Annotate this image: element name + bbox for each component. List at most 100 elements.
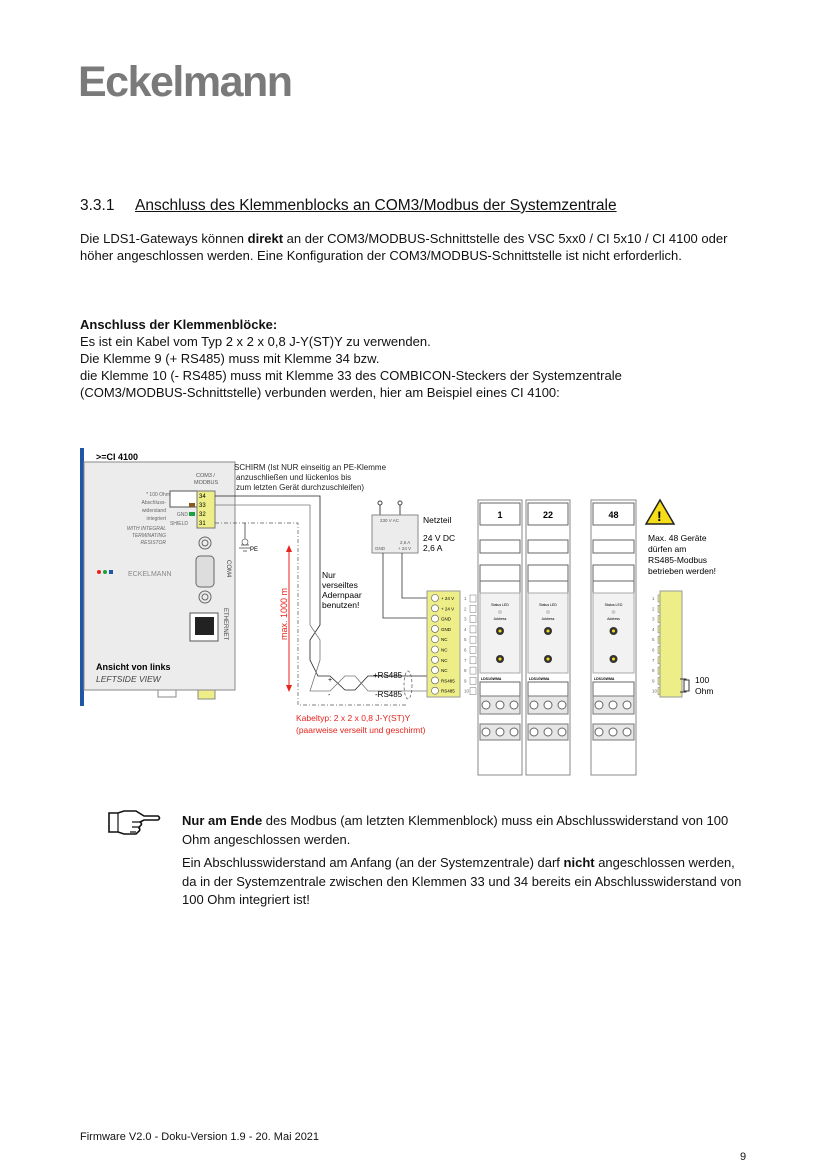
svg-text:32: 32: [199, 512, 206, 518]
svg-text:!: !: [657, 508, 662, 524]
svg-text:LDS1GWMA: LDS1GWMA: [529, 677, 550, 681]
end-terminal-block: [659, 590, 683, 698]
svg-text:GND: GND: [177, 512, 189, 518]
terminal-screw: [431, 614, 439, 623]
terminal-label: GND: [441, 617, 452, 622]
com4-port: [195, 555, 215, 588]
svg-text:dürfen am: dürfen am: [648, 544, 686, 554]
svg-text:Address: Address: [494, 617, 507, 621]
svg-text:10: 10: [652, 689, 658, 694]
svg-text:widerstand: widerstand: [142, 508, 166, 514]
svg-text:3: 3: [464, 617, 467, 622]
terminal-label: RS485: [441, 678, 455, 683]
svg-text:1: 1: [652, 596, 655, 601]
svg-text:integriert: integriert: [147, 516, 167, 522]
svg-text:Max. 48 Geräte: Max. 48 Geräte: [648, 533, 707, 543]
svg-text:Abschluss-: Abschluss-: [142, 500, 167, 506]
svg-text:LDS1GWMA: LDS1GWMA: [481, 677, 502, 681]
svg-text:COM3 /: COM3 /: [196, 473, 215, 479]
terminal-label: + 24 V: [441, 596, 454, 601]
svg-text:4: 4: [652, 627, 655, 632]
svg-text:1: 1: [497, 510, 502, 520]
svg-text:22: 22: [543, 510, 553, 520]
svg-text:RESISTOR: RESISTOR: [141, 540, 167, 546]
svg-text:2,6 A: 2,6 A: [423, 543, 443, 553]
svg-text:31: 31: [199, 521, 206, 527]
svg-text:Ohm: Ohm: [695, 686, 713, 696]
svg-text:MODBUS: MODBUS: [194, 480, 218, 486]
svg-text:33: 33: [199, 503, 206, 509]
svg-text:RS485-Modbus: RS485-Modbus: [648, 555, 707, 565]
page-number: 9: [740, 1151, 747, 1163]
svg-text:benutzen!: benutzen!: [322, 600, 359, 610]
svg-text:LDS1GWMA: LDS1GWMA: [594, 677, 615, 681]
svg-text:2: 2: [464, 606, 467, 611]
svg-text:* 100 Ohm: * 100 Ohm: [146, 492, 170, 498]
svg-text:2,6 A: 2,6 A: [400, 540, 410, 545]
svg-text:-: -: [328, 692, 331, 699]
svg-text:betrieben werden!: betrieben werden!: [648, 566, 716, 576]
svg-text:(paarweise verseilt und geschi: (paarweise verseilt und geschirmt): [296, 725, 426, 735]
svg-text:Kabeltyp: 2 x 2 x 0,8 J-Y(ST)Y: Kabeltyp: 2 x 2 x 0,8 J-Y(ST)Y: [296, 713, 411, 723]
svg-text:anzuschließen und lückenlos bi: anzuschließen und lückenlos bis: [236, 473, 351, 482]
pointing-hand-icon: [108, 810, 161, 835]
svg-text:5: 5: [652, 637, 655, 642]
svg-text:Address: Address: [607, 617, 620, 621]
svg-text:24 V DC: 24 V DC: [423, 533, 455, 543]
terminal-label: NC: [441, 648, 448, 653]
svg-text:1: 1: [464, 596, 467, 601]
terminal-screw: [431, 666, 439, 674]
terminal-screw: [431, 686, 439, 695]
svg-text:8: 8: [652, 668, 655, 673]
svg-text:Nur: Nur: [322, 570, 336, 580]
svg-text:34: 34: [199, 494, 206, 500]
svg-text:2: 2: [652, 606, 655, 611]
svg-text:Status LED: Status LED: [491, 603, 509, 607]
svg-text:100: 100: [695, 675, 709, 685]
svg-text:TERMINATING: TERMINATING: [132, 533, 166, 539]
warning-icon: [644, 498, 676, 525]
svg-text:8: 8: [464, 668, 467, 673]
svg-text:LEFTSIDE VIEW: LEFTSIDE VIEW: [96, 674, 162, 684]
svg-text:Netzteil: Netzteil: [423, 515, 451, 525]
svg-text:9: 9: [652, 678, 655, 683]
svg-text:ECKELMANN: ECKELMANN: [128, 571, 172, 578]
svg-text:SCHIRM (Ist NUR einseitig an P: SCHIRM (Ist NUR einseitig an PE-Klemme: [234, 463, 387, 472]
svg-text:PE: PE: [250, 547, 258, 553]
intro-paragraph: Die LDS1-Gateways können direkt an der C…: [80, 231, 728, 263]
svg-text:3: 3: [652, 617, 655, 622]
terminal-screw: [431, 604, 439, 613]
eckelmann-logo: Eckelmann: [78, 58, 293, 106]
terminals-paragraph: Anschluss der Klemmenblöcke: Es ist ein …: [80, 317, 622, 400]
svg-text:48: 48: [608, 510, 618, 520]
terminal-screw: [431, 655, 439, 664]
svg-text:230 V AC: 230 V AC: [380, 518, 400, 523]
device-edge: [80, 448, 84, 706]
svg-text:GND: GND: [375, 546, 386, 551]
svg-text:+: +: [328, 677, 332, 684]
svg-text:Status LED: Status LED: [539, 603, 557, 607]
terminal-screw: [431, 635, 439, 644]
terminal-label: NC: [441, 658, 448, 663]
note-no-start-resistor: Ein Abschlusswiderstand am Anfang (an de…: [182, 855, 742, 907]
svg-text:Adernpaar: Adernpaar: [322, 590, 362, 600]
terminal-label: NC: [441, 668, 448, 673]
svg-text:zum letzten Gerät durchzuschle: zum letzten Gerät durchzuschleifen): [236, 483, 364, 492]
svg-text:+ 24 V: + 24 V: [398, 546, 411, 551]
svg-text:6: 6: [652, 648, 655, 653]
svg-text:ETHERNET: ETHERNET: [222, 608, 228, 641]
power-supply: [371, 514, 419, 554]
terminals-heading: Anschluss der Klemmenblöcke:: [80, 317, 278, 332]
svg-text:10: 10: [464, 689, 470, 694]
note-end-resistor: Nur am Ende des Modbus (am letzten Klemm…: [182, 813, 729, 847]
svg-text:Address: Address: [542, 617, 555, 621]
terminal-label: RS485: [441, 689, 455, 694]
svg-text:SHIELD: SHIELD: [170, 521, 188, 527]
svg-text:7: 7: [464, 658, 467, 663]
terminal-label: GND: [441, 627, 452, 632]
svg-text:5: 5: [464, 637, 467, 642]
